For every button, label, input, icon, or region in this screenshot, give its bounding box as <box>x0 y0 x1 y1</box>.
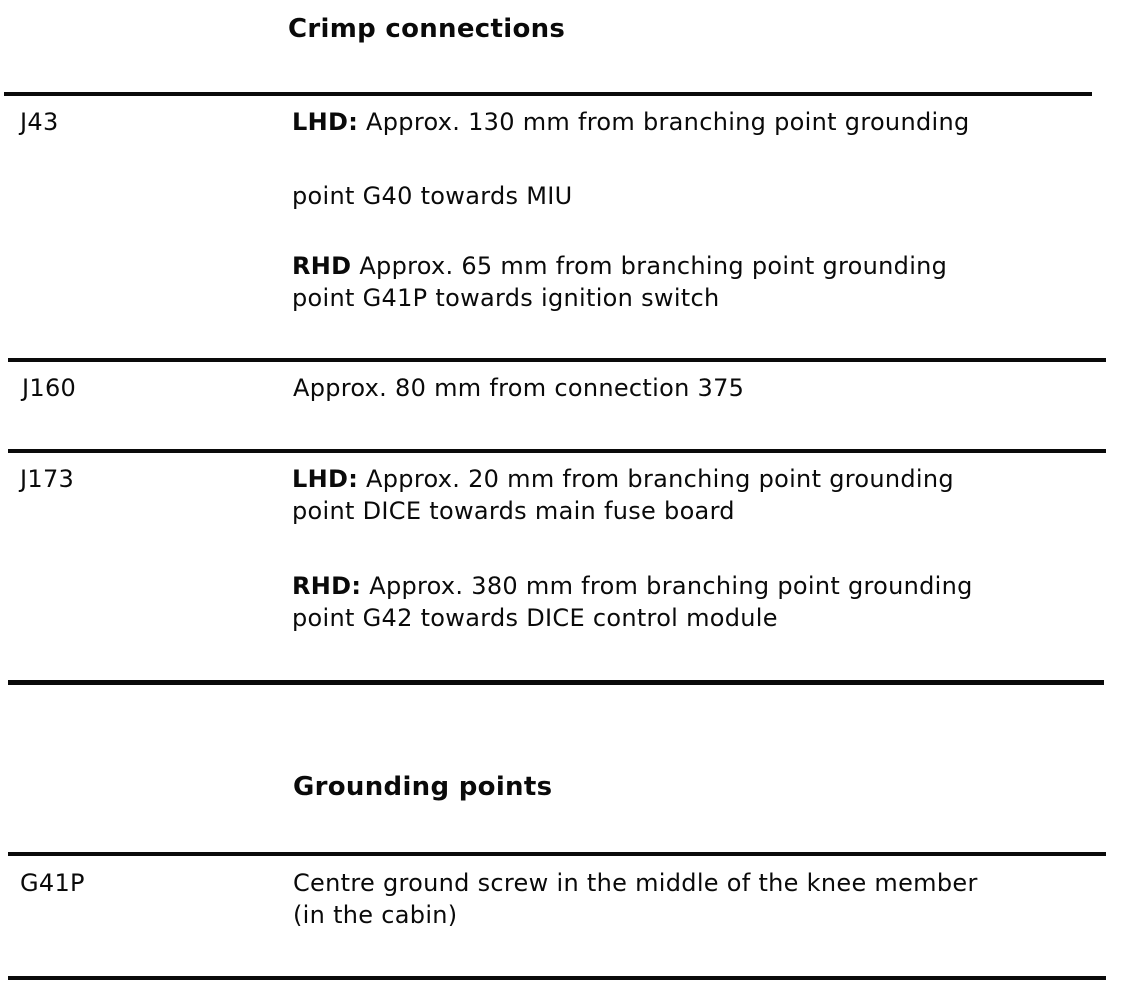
description-text: (in the cabin) <box>293 901 458 929</box>
rhd-prefix: RHD <box>292 252 352 280</box>
table-rule <box>8 852 1106 856</box>
description-line: (in the cabin) <box>293 901 457 929</box>
description-text: Approx. 380 mm from branching point grou… <box>361 572 973 600</box>
table-rule <box>8 680 1104 685</box>
row-label-j160: J160 <box>22 374 77 402</box>
row-label-j43: J43 <box>20 108 59 136</box>
description-line: point G40 towards MIU <box>292 182 573 210</box>
lhd-prefix: LHD: <box>292 108 359 136</box>
description-text: Approx. 20 mm from branching point groun… <box>358 465 954 493</box>
description-text: point G42 towards DICE control module <box>292 604 778 632</box>
lhd-prefix: LHD: <box>292 465 359 493</box>
description-line: LHD: Approx. 130 mm from branching point… <box>292 108 970 136</box>
description-text: Approx. 130 mm from branching point grou… <box>358 108 970 136</box>
description-line: point G41P towards ignition switch <box>292 284 720 312</box>
description-text: Approx. 80 mm from connection 375 <box>293 374 745 402</box>
description-line: RHD: Approx. 380 mm from branching point… <box>292 572 973 600</box>
table-rule <box>8 358 1106 362</box>
description-text: point G40 towards MIU <box>292 182 573 210</box>
row-label-j173: J173 <box>20 465 75 493</box>
table-rule <box>8 976 1106 980</box>
description-line: LHD: Approx. 20 mm from branching point … <box>292 465 954 493</box>
description-line: Centre ground screw in the middle of the… <box>293 869 978 897</box>
section-title-crimp-connections: Crimp connections <box>288 14 566 44</box>
description-line: RHD Approx. 65 mm from branching point g… <box>292 252 947 280</box>
description-text: point G41P towards ignition switch <box>292 284 720 312</box>
description-text: Centre ground screw in the middle of the… <box>293 869 978 897</box>
description-text: point DICE towards main fuse board <box>292 497 735 525</box>
section-title-grounding-points: Grounding points <box>293 772 553 802</box>
description-line: Approx. 80 mm from connection 375 <box>293 374 744 402</box>
rhd-prefix: RHD: <box>292 572 362 600</box>
description-text: Approx. 65 mm from branching point groun… <box>351 252 948 280</box>
table-rule <box>8 449 1106 453</box>
table-rule <box>4 92 1092 96</box>
description-line: point DICE towards main fuse board <box>292 497 735 525</box>
description-line: point G42 towards DICE control module <box>292 604 778 632</box>
row-label-g41p: G41P <box>20 869 85 897</box>
